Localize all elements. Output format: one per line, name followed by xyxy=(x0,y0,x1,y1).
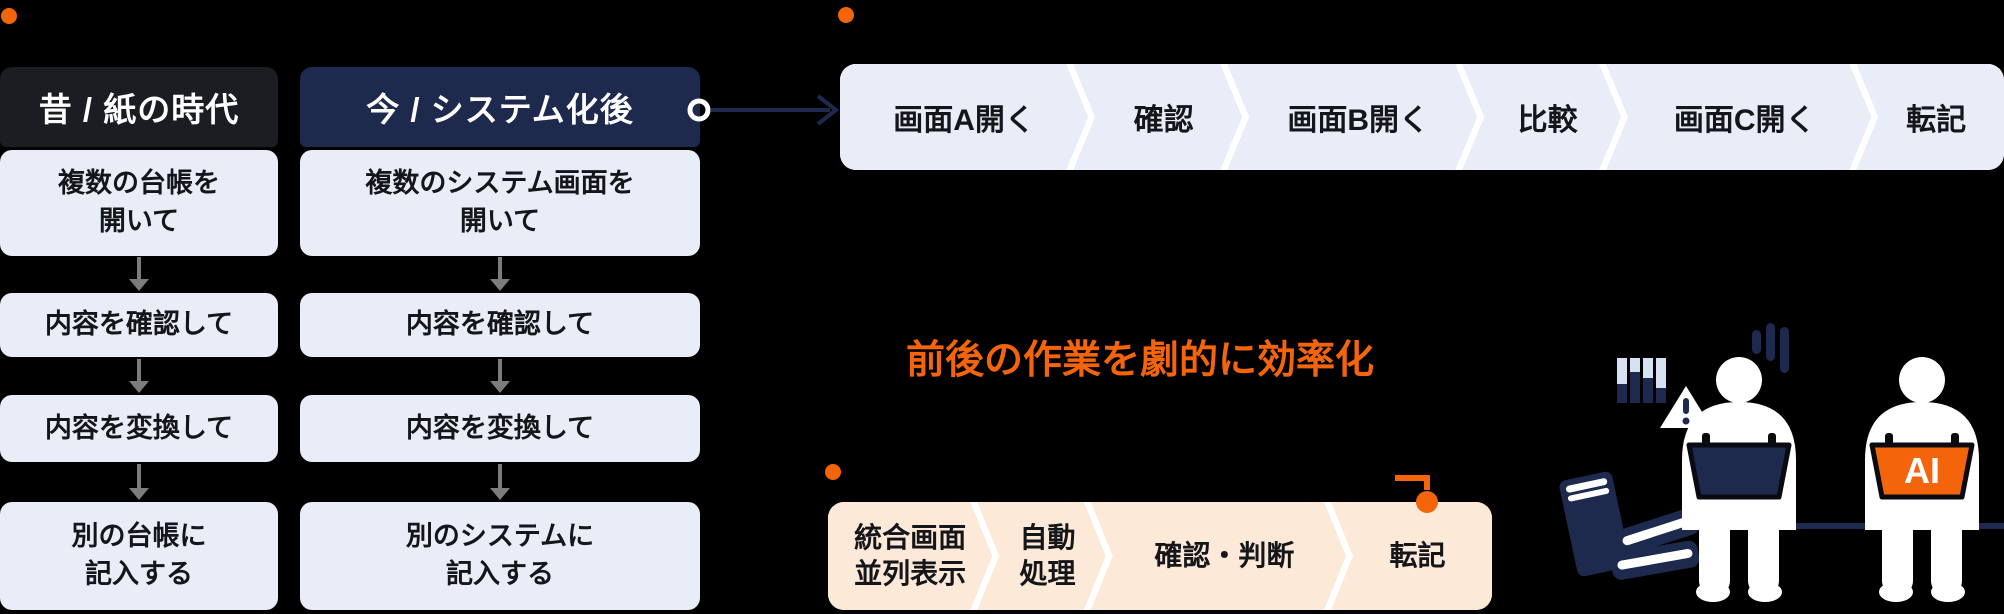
era-column-paper: 昔 / 紙の時代複数の台帳を 開いて内容を確認して内容を変換して別の台帳に 記入… xyxy=(0,0,278,614)
down-arrow-icon xyxy=(129,257,149,291)
step-box: 内容を変換して xyxy=(300,395,700,462)
bench-line xyxy=(1688,523,2004,529)
top-process-flow: 画面A開く確認画面B開く比較画面C開く転記 xyxy=(840,64,2004,170)
flow-segment: 転記 xyxy=(1331,502,1492,610)
person-with-ai-laptop-icon: AI xyxy=(1865,357,1979,602)
down-arrow-icon xyxy=(490,257,510,291)
flow-segment: 統合画面 並列表示 xyxy=(828,502,992,610)
ai-laptop-icon xyxy=(1869,442,1975,500)
flow-segment: 画面B開く xyxy=(1227,64,1477,170)
connector-arrow-icon xyxy=(687,94,840,126)
ai-label: AI xyxy=(1904,450,1940,491)
arrow-head xyxy=(490,279,510,291)
step-box: 複数の台帳を 開いて xyxy=(0,150,278,256)
flow-segment: 比較 xyxy=(1462,64,1621,170)
headline: 前後の作業を劇的に効率化 xyxy=(906,339,1375,382)
arrow-shaft xyxy=(137,359,141,382)
person-with-laptop-icon xyxy=(1682,357,1796,602)
warning-icon xyxy=(1660,386,1712,428)
section-dot-icon xyxy=(1,8,17,24)
flow-segment: 転記 xyxy=(1856,64,2004,170)
workers-illustration: AI xyxy=(1559,323,2004,602)
arrow-shaft xyxy=(498,464,502,489)
arrow-shaft xyxy=(137,257,141,280)
step-box: 内容を確認して xyxy=(0,293,278,357)
step-box: 別のシステムに 記入する xyxy=(300,502,700,610)
callout-marker-icon xyxy=(1395,475,1438,513)
era-column-system: 今 / システム化後複数のシステム画面を 開いて内容を確認して内容を変換して別の… xyxy=(300,0,700,614)
arrow-shaft xyxy=(498,359,502,382)
flow-segment: 確認 xyxy=(1073,64,1242,170)
section-dot-icon xyxy=(825,464,841,480)
bottom-process-flow: 統合画面 並列表示自動 処理確認・判断転記 xyxy=(828,502,1492,610)
arrow-head xyxy=(129,488,149,500)
arrow-shaft xyxy=(498,257,502,280)
arrow-shaft xyxy=(137,464,141,489)
step-box: 内容を確認して xyxy=(300,293,700,357)
down-arrow-icon xyxy=(490,464,510,500)
bar-chart-icon xyxy=(1617,358,1666,403)
step-box: 内容を変換して xyxy=(0,395,278,462)
down-arrow-icon xyxy=(129,359,149,393)
arrow-head xyxy=(490,488,510,500)
step-box: 別の台帳に 記入する xyxy=(0,502,278,610)
flow-segment: 自動 処理 xyxy=(977,502,1106,610)
arrow-head xyxy=(129,279,149,291)
era-header: 今 / システム化後 xyxy=(300,67,700,147)
books-icon xyxy=(1559,471,1700,580)
section-dot-icon xyxy=(838,7,854,23)
flow-segment: 画面A開く xyxy=(840,64,1088,170)
arrow-head xyxy=(490,381,510,393)
signal-bars-icon xyxy=(1752,323,1789,373)
laptop-icon xyxy=(1686,442,1792,500)
arrow-head xyxy=(129,381,149,393)
flow-segment: 確認・判断 xyxy=(1091,502,1346,610)
down-arrow-icon xyxy=(129,464,149,500)
step-box: 複数のシステム画面を 開いて xyxy=(300,150,700,256)
flow-segment: 画面C開く xyxy=(1606,64,1871,170)
down-arrow-icon xyxy=(490,359,510,393)
era-header: 昔 / 紙の時代 xyxy=(0,67,278,147)
